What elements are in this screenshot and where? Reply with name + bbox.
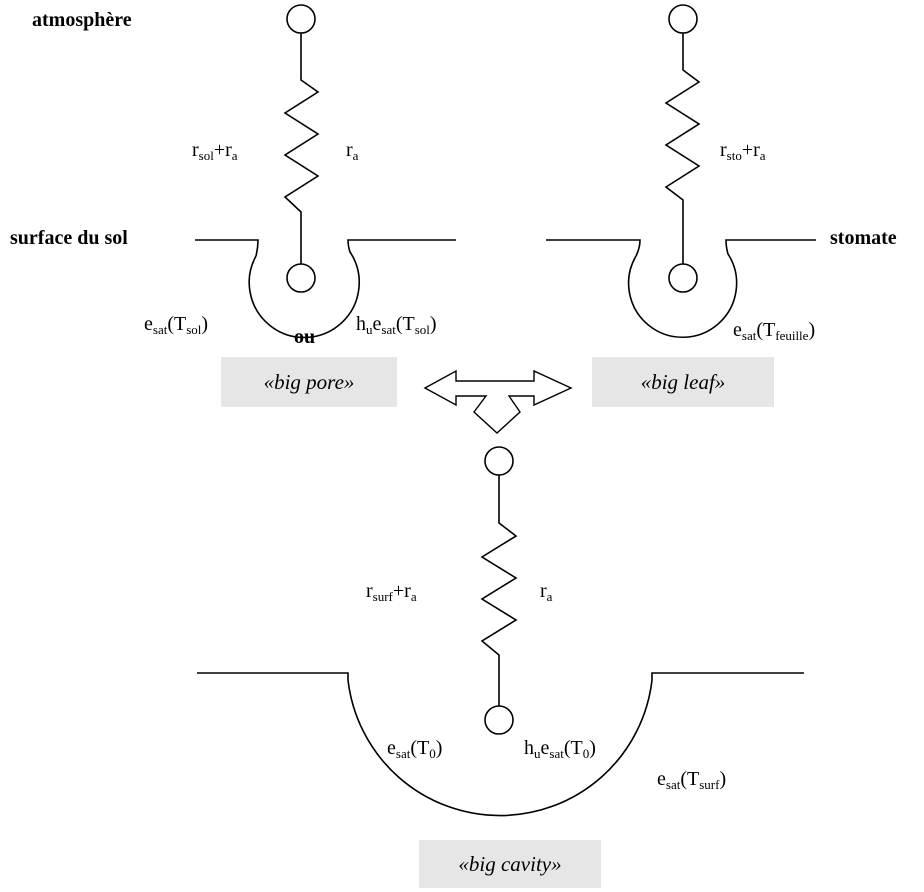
big-leaf-box: «big leaf» xyxy=(592,357,774,407)
big-leaf-surface-node xyxy=(668,263,698,293)
big-pore-resistance-right: ra xyxy=(346,139,359,163)
big-cavity-resistance-left: rsurf+ra xyxy=(366,580,417,604)
atmosphere-label: atmosphère xyxy=(32,9,132,31)
ou-label: ou xyxy=(294,326,316,348)
big-pore-cavity xyxy=(248,239,456,339)
big-pore-atmosphere-node xyxy=(286,4,316,34)
big-pore-esat-left: esat(Tsol) xyxy=(144,313,209,337)
big-leaf-resistance: rsto+ra xyxy=(720,139,766,163)
big-cavity-esat-right: huesat(T0) xyxy=(524,737,596,761)
big-cavity-esat-surface: esat(Tsurf) xyxy=(657,768,727,792)
big-pore-surface-line xyxy=(195,239,259,257)
big-leaf-cavity xyxy=(627,239,816,339)
big-cavity-atmosphere-node xyxy=(484,446,514,476)
big-cavity-resistor xyxy=(480,475,518,706)
big-cavity-esat-left: esat(T0) xyxy=(387,737,443,761)
big-cavity-resistance-right: ra xyxy=(540,580,553,604)
big-cavity-surface-line xyxy=(197,672,804,817)
big-cavity-surface-node xyxy=(484,705,514,735)
surface-du-sol-label: surface du sol xyxy=(10,227,128,249)
combine-arrow xyxy=(423,369,573,434)
big-leaf-resistor xyxy=(664,33,701,264)
big-pore-surface-node xyxy=(286,263,316,293)
big-leaf-atmosphere-node xyxy=(668,4,698,34)
big-cavity-box: «big cavity» xyxy=(419,840,601,888)
big-pore-resistor xyxy=(283,33,320,264)
big-pore-resistance-left: rsol+ra xyxy=(192,139,238,163)
big-leaf-esat: esat(Tfeuille) xyxy=(733,319,816,343)
big-pore-box: «big pore» xyxy=(221,357,397,407)
big-leaf-surface-line xyxy=(546,239,641,257)
big-pore-esat-right: huesat(Tsol) xyxy=(356,313,437,337)
stomate-label: stomate xyxy=(830,227,897,249)
